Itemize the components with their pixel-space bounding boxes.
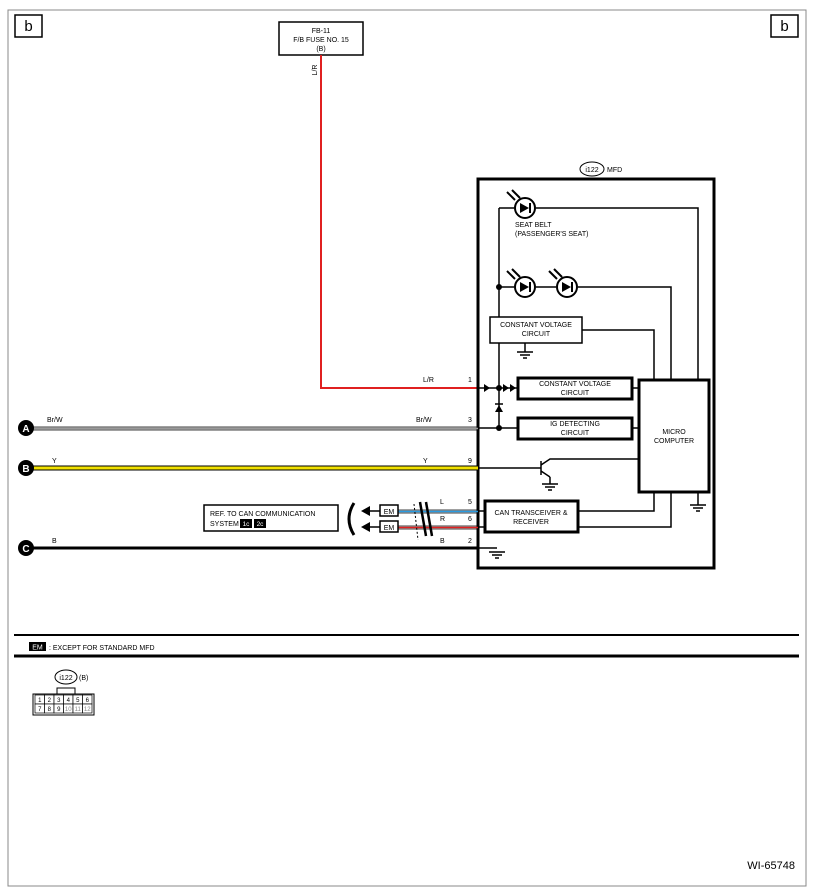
ig-detecting-circuit: IG DETECTING CIRCUIT xyxy=(516,416,634,441)
wire-a-brw: A Br/W xyxy=(18,417,478,436)
connector-pin-number: 2 xyxy=(48,698,52,704)
seat-belt-label: SEAT BELT xyxy=(515,222,552,229)
connector-pin-cell xyxy=(82,703,93,714)
fuse-box: FB-11 F/B FUSE NO. 15 (B) xyxy=(278,21,364,56)
terminal-3-wire: Br/W xyxy=(416,417,432,424)
can-reference-box: REF. TO CAN COMMUNICATION SYSTEM 1c 2c xyxy=(203,504,339,532)
terminal-6-wire: R xyxy=(440,516,445,523)
svg-text:CIRCUIT: CIRCUIT xyxy=(522,331,551,338)
mfd-internal-wiring xyxy=(478,207,706,559)
corner-label-right-text: b xyxy=(780,18,788,35)
svg-text:CAN TRANSCEIVER &: CAN TRANSCEIVER & xyxy=(495,510,568,517)
can-transceiver-receiver: CAN TRANSCEIVER & RECEIVER xyxy=(483,499,580,534)
terminal-1-pin: 1 xyxy=(468,377,472,384)
wire-b-y: B Y xyxy=(18,458,478,476)
legend-text: : EXCEPT FOR STANDARD MFD xyxy=(49,645,155,652)
connector-pin-number: 3 xyxy=(57,698,61,704)
seat-belt-sublabel: (PASSENGER'S SEAT) xyxy=(515,231,588,238)
connector-suffix: (B) xyxy=(79,675,88,682)
svg-text:CIRCUIT: CIRCUIT xyxy=(561,390,590,397)
em-tag-r: EM xyxy=(379,520,399,533)
terminal-9-pin: 9 xyxy=(468,458,472,465)
connector-pin-number: 11 xyxy=(75,707,82,713)
terminal-1-wire: L/R xyxy=(423,377,434,384)
wire-a-label: Br/W xyxy=(47,417,63,424)
page-frame xyxy=(7,9,807,887)
connector-id: i122 xyxy=(59,675,72,682)
fuse-line2: F/B FUSE NO. 15 xyxy=(293,37,349,44)
connector-pin-number: 9 xyxy=(57,707,61,713)
svg-text:CIRCUIT: CIRCUIT xyxy=(561,430,590,437)
wire-b-label: Y xyxy=(52,458,57,465)
svg-text:EM: EM xyxy=(384,525,395,532)
mfd-connector-id: i122 xyxy=(585,167,598,174)
indicator-led-icon xyxy=(506,268,536,298)
ref-badge-2: 2c xyxy=(257,521,265,528)
corner-label-left: b xyxy=(14,14,43,38)
seat-belt-led-icon xyxy=(506,189,536,219)
connector-pin-number: 10 xyxy=(65,707,72,713)
connector-a-letter: A xyxy=(22,424,29,435)
terminal-5-pin: 5 xyxy=(468,499,472,506)
connector-pin-number: 5 xyxy=(76,698,80,704)
svg-text:IG DETECTING: IG DETECTING xyxy=(550,421,600,428)
mfd-outline xyxy=(476,177,716,570)
can-wires xyxy=(347,501,478,541)
wire-c-label: B xyxy=(52,538,57,545)
fuse-wire-label: L/R xyxy=(312,65,319,76)
constant-voltage-circuit-upper: CONSTANT VOLTAGE CIRCUIT xyxy=(489,316,583,344)
terminal-5-wire: L xyxy=(440,499,444,506)
constant-voltage-circuit-lower: CONSTANT VOLTAGE CIRCUIT xyxy=(516,376,634,401)
legend: EM : EXCEPT FOR STANDARD MFD xyxy=(14,634,799,658)
legend-tag: EM xyxy=(32,645,43,652)
terminal-2-wire: B xyxy=(440,538,445,545)
terminal-labels: L/R 1 Br/W 3 Y 9 L 5 R 6 B 2 xyxy=(416,377,472,545)
corner-label-right: b xyxy=(770,14,799,38)
terminal-6-pin: 6 xyxy=(468,516,472,523)
fuse-line1: FB-11 xyxy=(312,28,331,35)
ref-line2: SYSTEM xyxy=(210,521,239,528)
svg-text:EM: EM xyxy=(384,509,395,516)
indicator-led-icon xyxy=(548,268,578,298)
svg-text:MICRO: MICRO xyxy=(662,429,686,436)
micro-computer: MICRO COMPUTER xyxy=(637,378,711,494)
mfd-name: MFD xyxy=(607,167,622,174)
wire-lr xyxy=(320,55,478,389)
terminal-2-pin: 2 xyxy=(468,538,472,545)
svg-text:CONSTANT VOLTAGE: CONSTANT VOLTAGE xyxy=(500,322,572,329)
connector-pin-number: 4 xyxy=(67,698,71,704)
connector-b-letter: B xyxy=(22,464,29,475)
connector-pin-number: 1 xyxy=(38,698,42,704)
wire-c-b: C B xyxy=(18,538,478,556)
corner-label-left-text: b xyxy=(24,18,32,35)
svg-text:COMPUTER: COMPUTER xyxy=(654,438,694,445)
connector-pin-number: 7 xyxy=(38,707,42,713)
ref-badge-1: 1c xyxy=(243,521,251,528)
connector-pin-number: 6 xyxy=(86,698,90,704)
connector-c-letter: C xyxy=(22,544,29,555)
svg-text:RECEIVER: RECEIVER xyxy=(513,519,549,526)
connector-pin-number: 12 xyxy=(84,707,91,713)
svg-text:CONSTANT VOLTAGE: CONSTANT VOLTAGE xyxy=(539,381,611,388)
ref-line1: REF. TO CAN COMMUNICATION xyxy=(210,511,315,518)
connector-pin-number: 8 xyxy=(48,707,52,713)
document-id: WI-65748 xyxy=(747,860,795,872)
mfd-label: i122 MFD xyxy=(579,161,622,177)
fuse-line3: (B) xyxy=(316,46,325,53)
em-tag-l: EM xyxy=(379,504,399,517)
terminal-9-wire: Y xyxy=(423,458,428,465)
terminal-3-pin: 3 xyxy=(468,417,472,424)
